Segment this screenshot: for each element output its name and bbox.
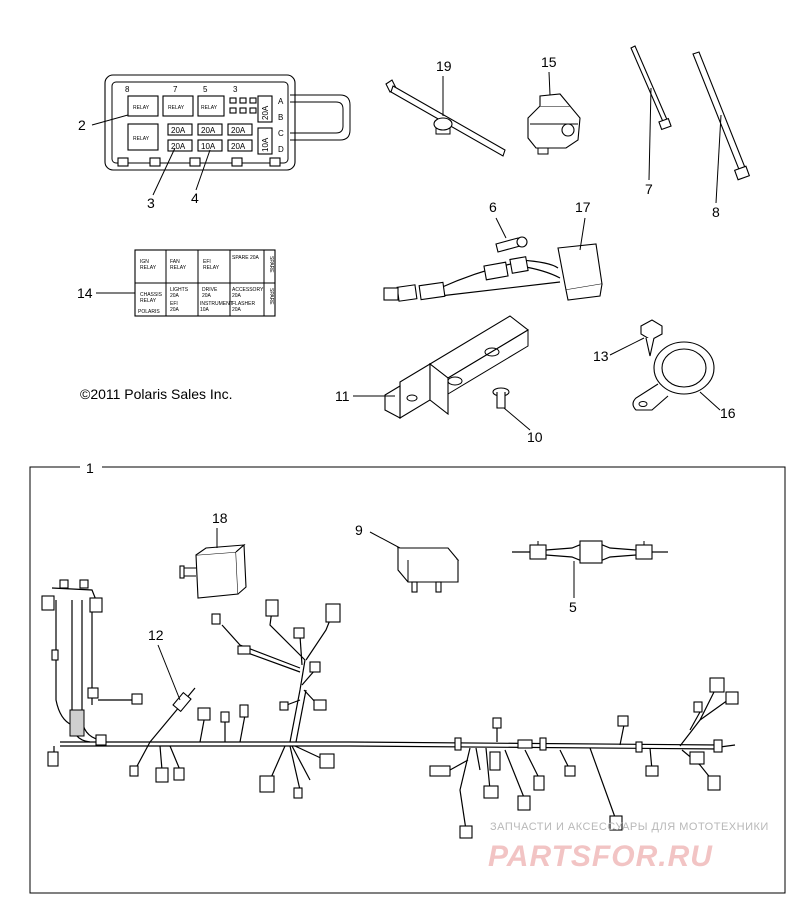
fuse-row-letter: C [278,129,284,138]
relay-label: RELAY [133,105,150,111]
decal-spare-side: SPARE [268,256,274,273]
fuse-row-letter: D [278,145,284,154]
fuse-rating: 20A [201,126,216,135]
part-5-inline-fuse [512,540,668,564]
decal-brand: POLARIS [138,309,160,315]
part-19-tie-mount [385,79,506,157]
fuse-rating: 10A [261,137,270,152]
fuse-row-letter: A [278,97,284,106]
part-15-connector [527,93,581,155]
assembly-frame [29,466,786,894]
fuse-box: 8 7 5 3 RELAY RELAY RELAY RELAY 20A 20A … [104,74,351,171]
part-8-zip-tie [692,51,751,181]
fuse-top-number: 5 [203,85,208,94]
part-13-rivet [640,319,663,357]
callout-10: 10 [527,429,543,445]
part-18-relay [179,543,247,599]
callout-12: 12 [148,627,164,643]
fuse-rating: 20A [171,126,186,135]
fuse-top-number: 3 [233,85,238,94]
relay-label: RELAY [168,105,185,111]
decal-spare-label: SPARE 20A [232,255,260,261]
part-6-bolt [495,236,528,253]
part-10-push-pin [492,387,510,409]
callout-17: 17 [575,199,591,215]
fuse-rating: 20A [231,126,246,135]
callout-14: 14 [77,285,93,301]
watermark-tagline: ЗАПЧАСТИ И АКСЕССУАРЫ ДЛЯ МОТОТЕХНИКИ [490,821,769,833]
part-9-breaker [396,547,460,593]
decal-spare-side: SPARE [268,288,274,305]
fuse-rating: 20A [171,142,186,151]
callout-2: 2 [78,117,86,133]
callout-1: 1 [86,460,94,476]
callout-19: 19 [436,58,452,74]
part-17-harness [383,243,603,302]
callout-18: 18 [212,510,228,526]
callout-6: 6 [489,199,497,215]
part-7-zip-tie [630,45,672,131]
fuse-top-number: 7 [173,85,178,94]
callout-13: 13 [593,348,609,364]
watermark-logo: PARTSFOR.RU [488,840,713,873]
relay-label: RELAY [201,105,218,111]
callout-3: 3 [147,195,155,211]
copyright-text: ©2011 Polaris Sales Inc. [80,386,232,402]
fuse-rating: 10A [201,142,216,151]
part-11-bracket [384,315,529,419]
callout-4: 4 [191,190,199,206]
fuse-rating: 20A [261,105,270,120]
callout-8: 8 [712,204,720,220]
callout-7: 7 [645,181,653,197]
fuse-rating: 20A [231,142,246,151]
callout-16: 16 [720,405,736,421]
main-harness-left [41,579,350,799]
part-16-clamp [632,341,715,411]
callout-11: 11 [335,388,350,404]
relay-label: RELAY [133,136,150,142]
fuse-top-number: 8 [125,85,130,94]
fuse-row-letter: B [278,113,283,122]
callout-9: 9 [355,522,363,538]
callout-5: 5 [569,599,577,615]
callout-15: 15 [541,54,557,70]
main-harness-right [349,677,739,839]
